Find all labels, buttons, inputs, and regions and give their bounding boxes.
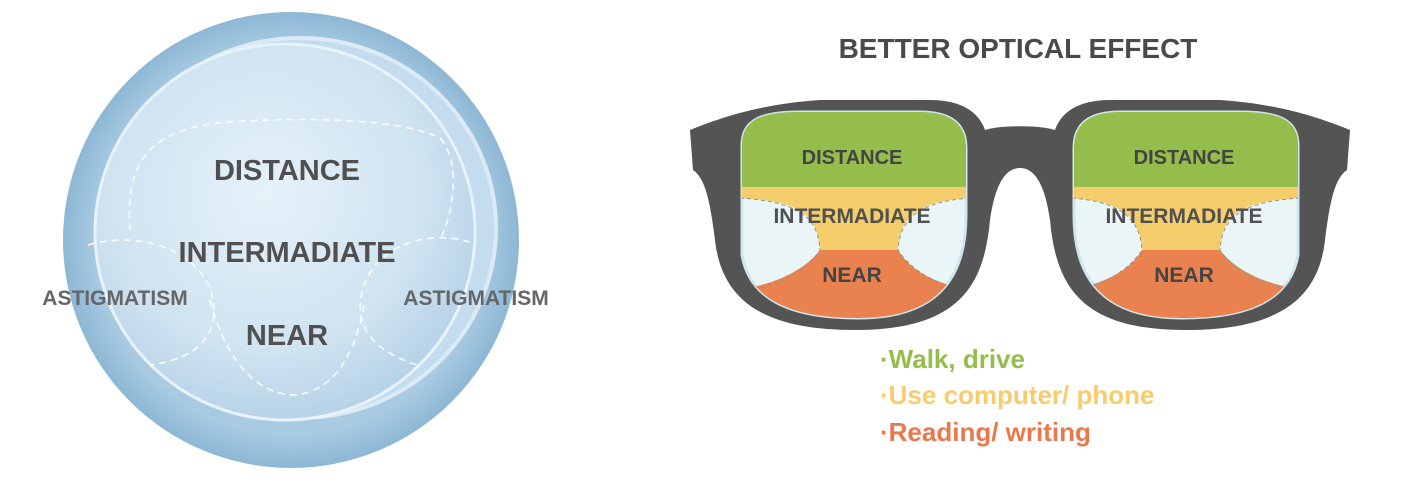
left-distance-zone — [742, 112, 966, 187]
near-zone-outline — [209, 299, 366, 396]
lens-near-label: NEAR — [246, 320, 328, 352]
left-distance-label: DISTANCE — [802, 147, 903, 169]
right-distance-label: DISTANCE — [1134, 147, 1235, 169]
legend-reading-writing: ·Reading/ writing — [880, 417, 1091, 447]
lens-surface — [93, 42, 477, 422]
right-intermediate-label: INTERMADIATE — [1105, 205, 1262, 228]
astigmatism-left-outline — [87, 239, 215, 366]
right-near-label: NEAR — [1154, 264, 1214, 287]
distance-zone-outline — [128, 118, 454, 241]
left-intermediate-label: INTERMADIATE — [773, 205, 930, 228]
glasses-title: BETTER OPTICAL EFFECT — [839, 33, 1198, 64]
legend-use-computer: ·Use computer/ phone — [880, 380, 1154, 410]
astigmatism-right-outline — [359, 237, 471, 367]
progressive-lens: DISTANCE INTERMADIATE NEAR ASTIGMATISM A… — [42, 12, 549, 468]
left-astig-outline — [742, 197, 821, 291]
left-near-label: NEAR — [822, 264, 882, 287]
left-intermediate-zone — [742, 187, 966, 250]
legend-walk-drive: ·Walk, drive — [880, 344, 1025, 374]
legend: ·Walk, drive ·Use computer/ phone ·Readi… — [880, 344, 1154, 447]
lens-intermediate-label: INTERMADIATE — [179, 237, 396, 269]
right-lens: DISTANCE INTERMADIATE NEAR — [1072, 110, 1300, 320]
right-intermediate-zone — [1074, 187, 1298, 250]
lens-astigmatism-left-label: ASTIGMATISM — [42, 287, 187, 310]
right-distance-zone — [1074, 112, 1298, 187]
lens-distance-label: DISTANCE — [214, 155, 360, 187]
lens-astigmatism-right-label: ASTIGMATISM — [403, 287, 548, 310]
glasses: DISTANCE INTERMADIATE NEAR DISTANCE INTE… — [690, 100, 1350, 330]
